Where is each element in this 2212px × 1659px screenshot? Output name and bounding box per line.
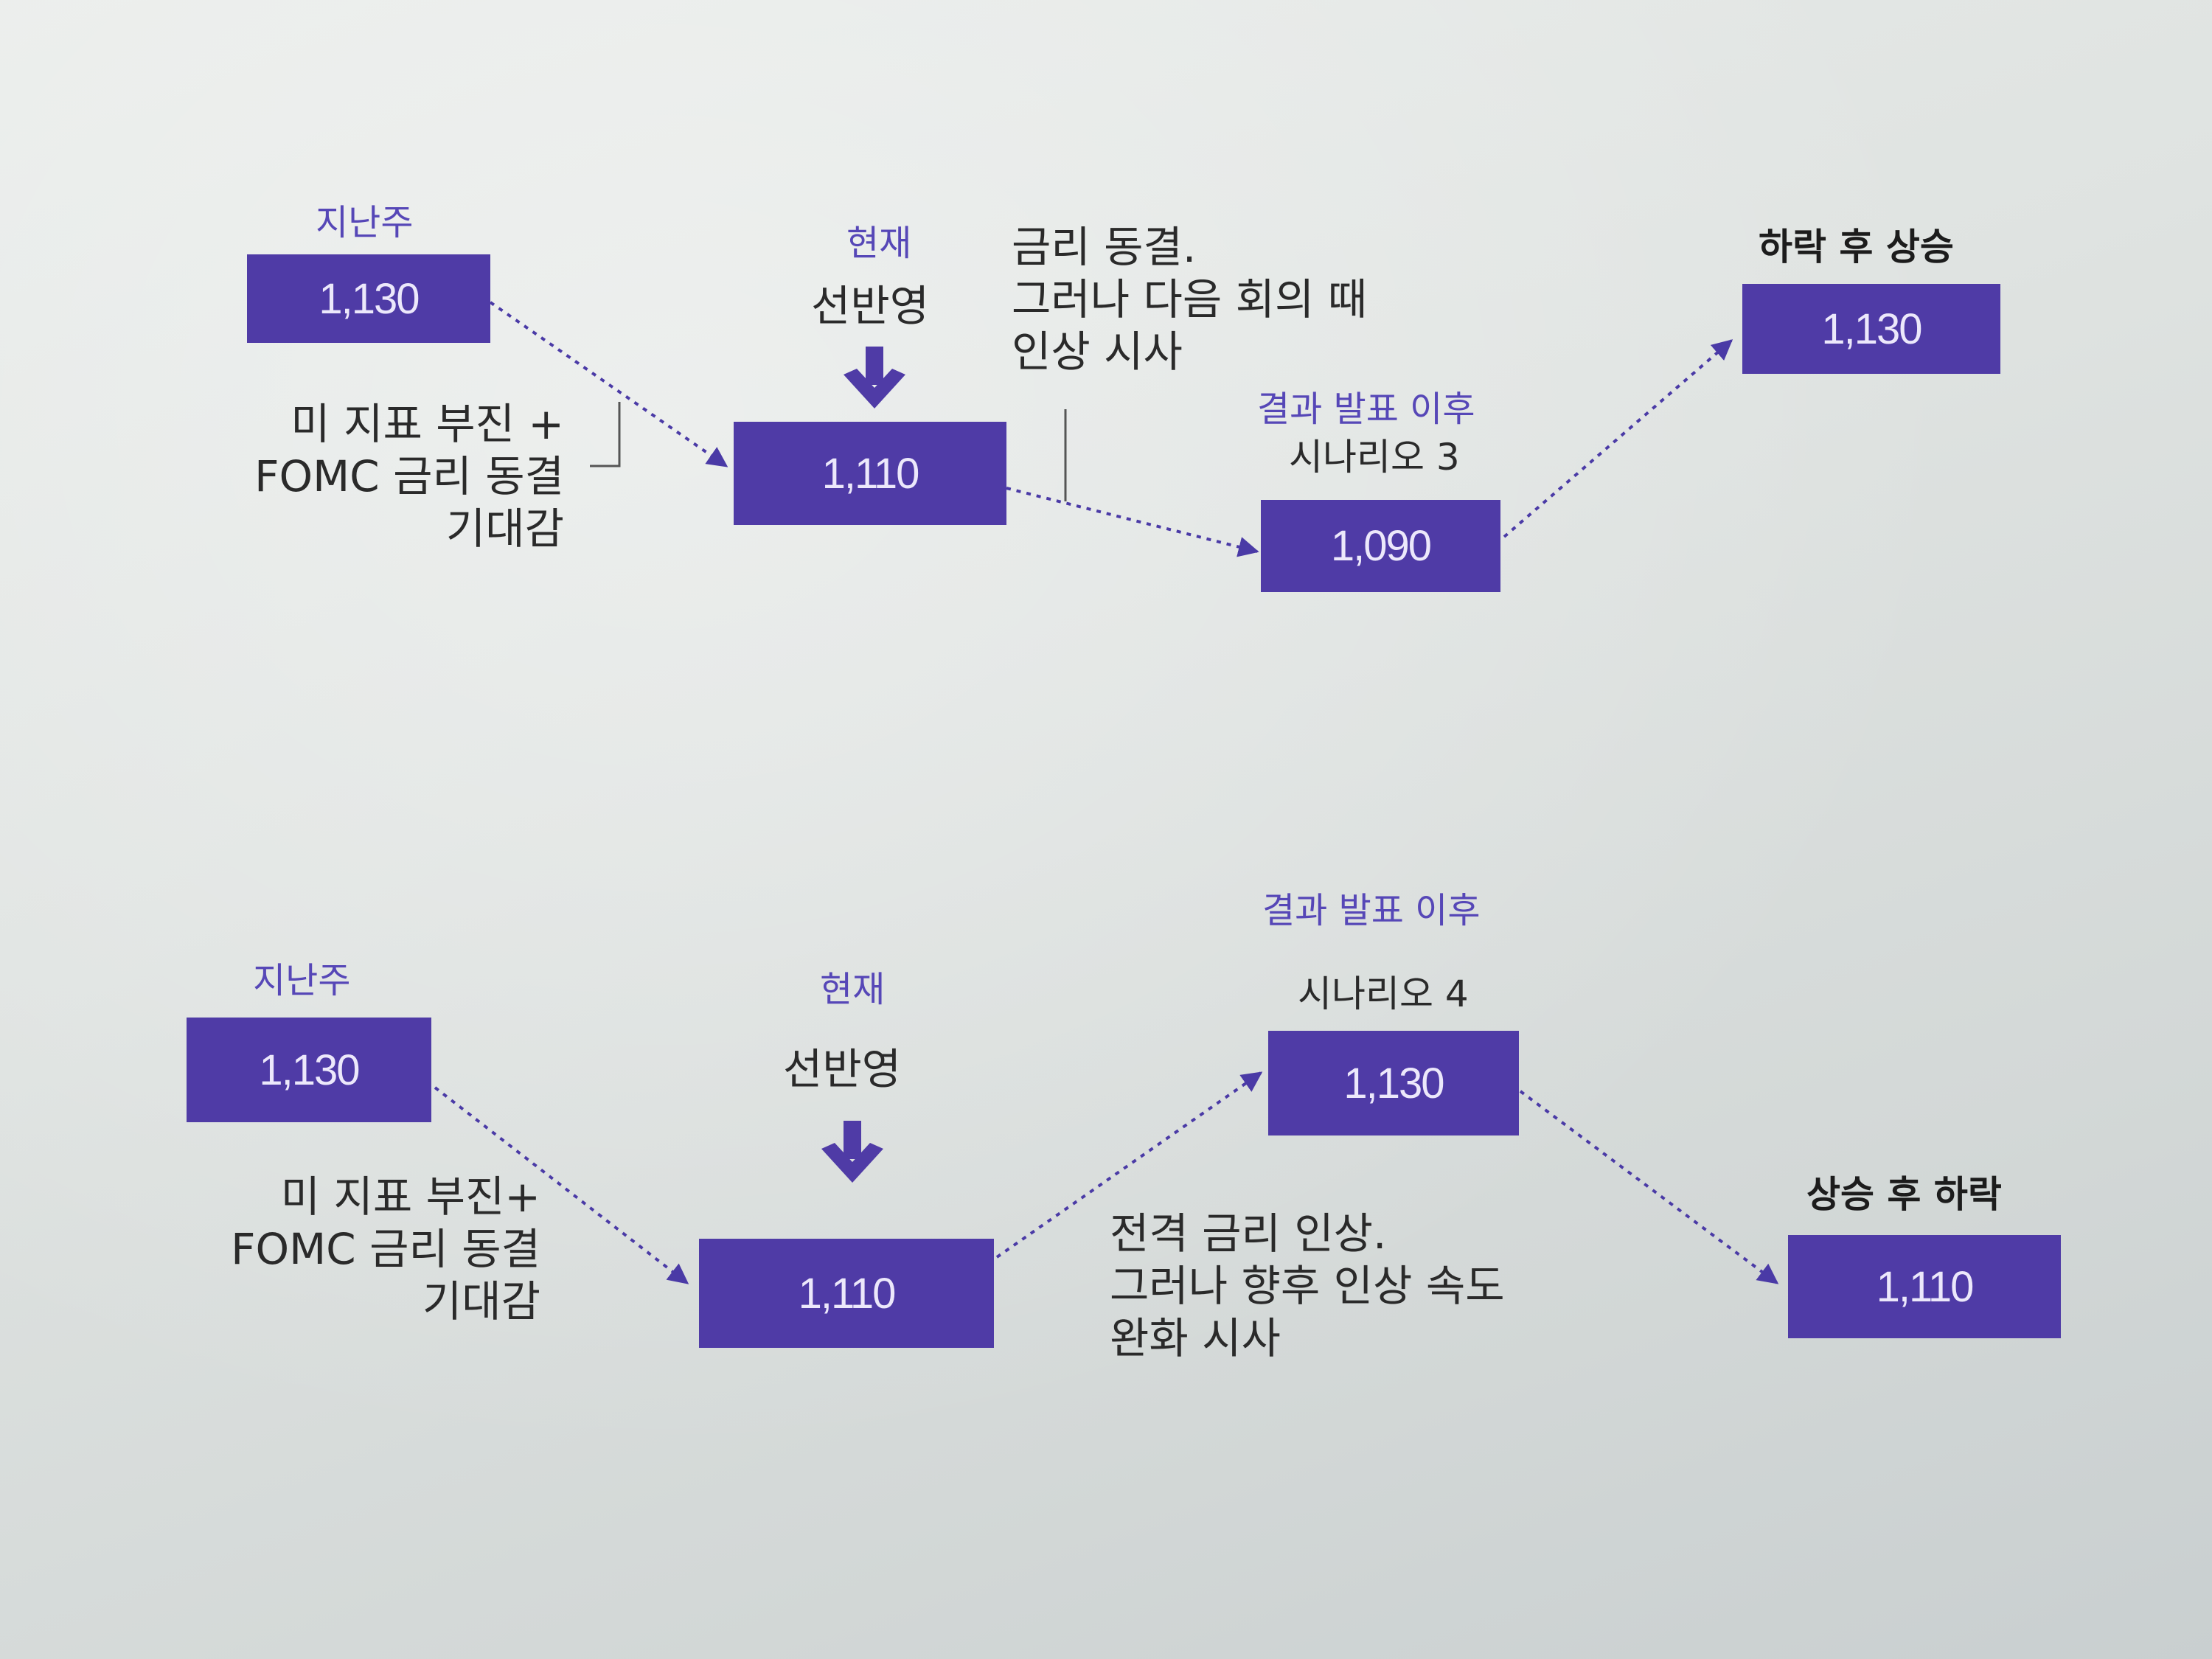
s3-event-text: 금리 동결. 그러나 다음 회의 때 인상 시사 [1012, 221, 1367, 378]
s4-now-label: 현재 [820, 969, 886, 1010]
s4-cause-line-3: 기대감 [422, 1276, 540, 1326]
s3-down-arrow-icon [844, 347, 905, 408]
s4-now-box: 1,110 [699, 1239, 994, 1348]
s4-after-label: 결과 발표 이후 [1262, 890, 1481, 931]
s4-cause-text: 미 지표 부진+ FOMC 금리 동결 기대감 [175, 1171, 540, 1327]
s3-last-week-label: 지난주 [316, 202, 414, 243]
s3-cause-line-1: 미 지표 부진 + [291, 399, 564, 449]
s3-after-box: 1,090 [1261, 500, 1500, 592]
s4-event-line-1: 전격 금리 인상. [1110, 1208, 1387, 1259]
s4-arrow-lastweek-to-now [434, 1086, 689, 1284]
s3-cause-bracket [590, 402, 621, 467]
s4-event-line-3: 완화 시사 [1110, 1312, 1281, 1363]
s4-event-text: 전격 금리 인상. 그러나 향후 인상 속도 완화 시사 [1110, 1208, 1505, 1364]
s4-outcome-box: 1,110 [1788, 1235, 2061, 1338]
s4-event-line-2: 그러나 향후 인상 속도 [1110, 1260, 1505, 1311]
s4-cause-line-1: 미 지표 부진+ [280, 1172, 540, 1222]
s3-event-line-2: 그러나 다음 회의 때 [1012, 274, 1368, 324]
s3-event-line-1: 금리 동결. [1012, 222, 1197, 272]
s3-cause-line-3: 기대감 [445, 503, 564, 554]
s3-scenario-name: 시나리오 3 [1289, 436, 1460, 479]
s4-after-box: 1,130 [1268, 1031, 1519, 1135]
s3-last-week-box: 1,130 [247, 254, 490, 343]
s3-arrow-after-to-outcome [1503, 339, 1733, 538]
s3-arrow-now-to-after [1006, 487, 1259, 557]
s4-arrow-now-to-after [995, 1071, 1263, 1259]
s4-arrow-after-to-outcome [1519, 1090, 1779, 1284]
s4-priced-in-label: 선반영 [783, 1044, 902, 1094]
s3-event-line-3: 인상 시사 [1012, 326, 1183, 377]
s3-outcome-box: 1,130 [1742, 284, 2000, 374]
s3-after-label: 결과 발표 이후 [1257, 389, 1475, 430]
s4-scenario-name: 시나리오 4 [1298, 973, 1469, 1015]
s3-priced-in-label: 선반영 [811, 281, 930, 331]
s4-down-arrow-icon [821, 1121, 883, 1183]
s3-cause-text: 미 지표 부진 + FOMC 금리 동결 기대감 [210, 398, 564, 554]
s3-now-box: 1,110 [734, 422, 1006, 525]
s4-cause-line-2: FOMC 금리 동결 [231, 1223, 540, 1274]
s3-arrow-lastweek-to-now [489, 301, 728, 467]
s3-now-label: 현재 [846, 223, 912, 264]
s3-cause-line-2: FOMC 금리 동결 [254, 451, 564, 501]
s4-outcome-label: 상승 후 하락 [1806, 1173, 2002, 1216]
s4-last-week-box: 1,130 [187, 1018, 431, 1122]
s4-last-week-label: 지난주 [253, 960, 351, 1001]
s3-outcome-label: 하락 후 상승 [1759, 226, 1954, 268]
